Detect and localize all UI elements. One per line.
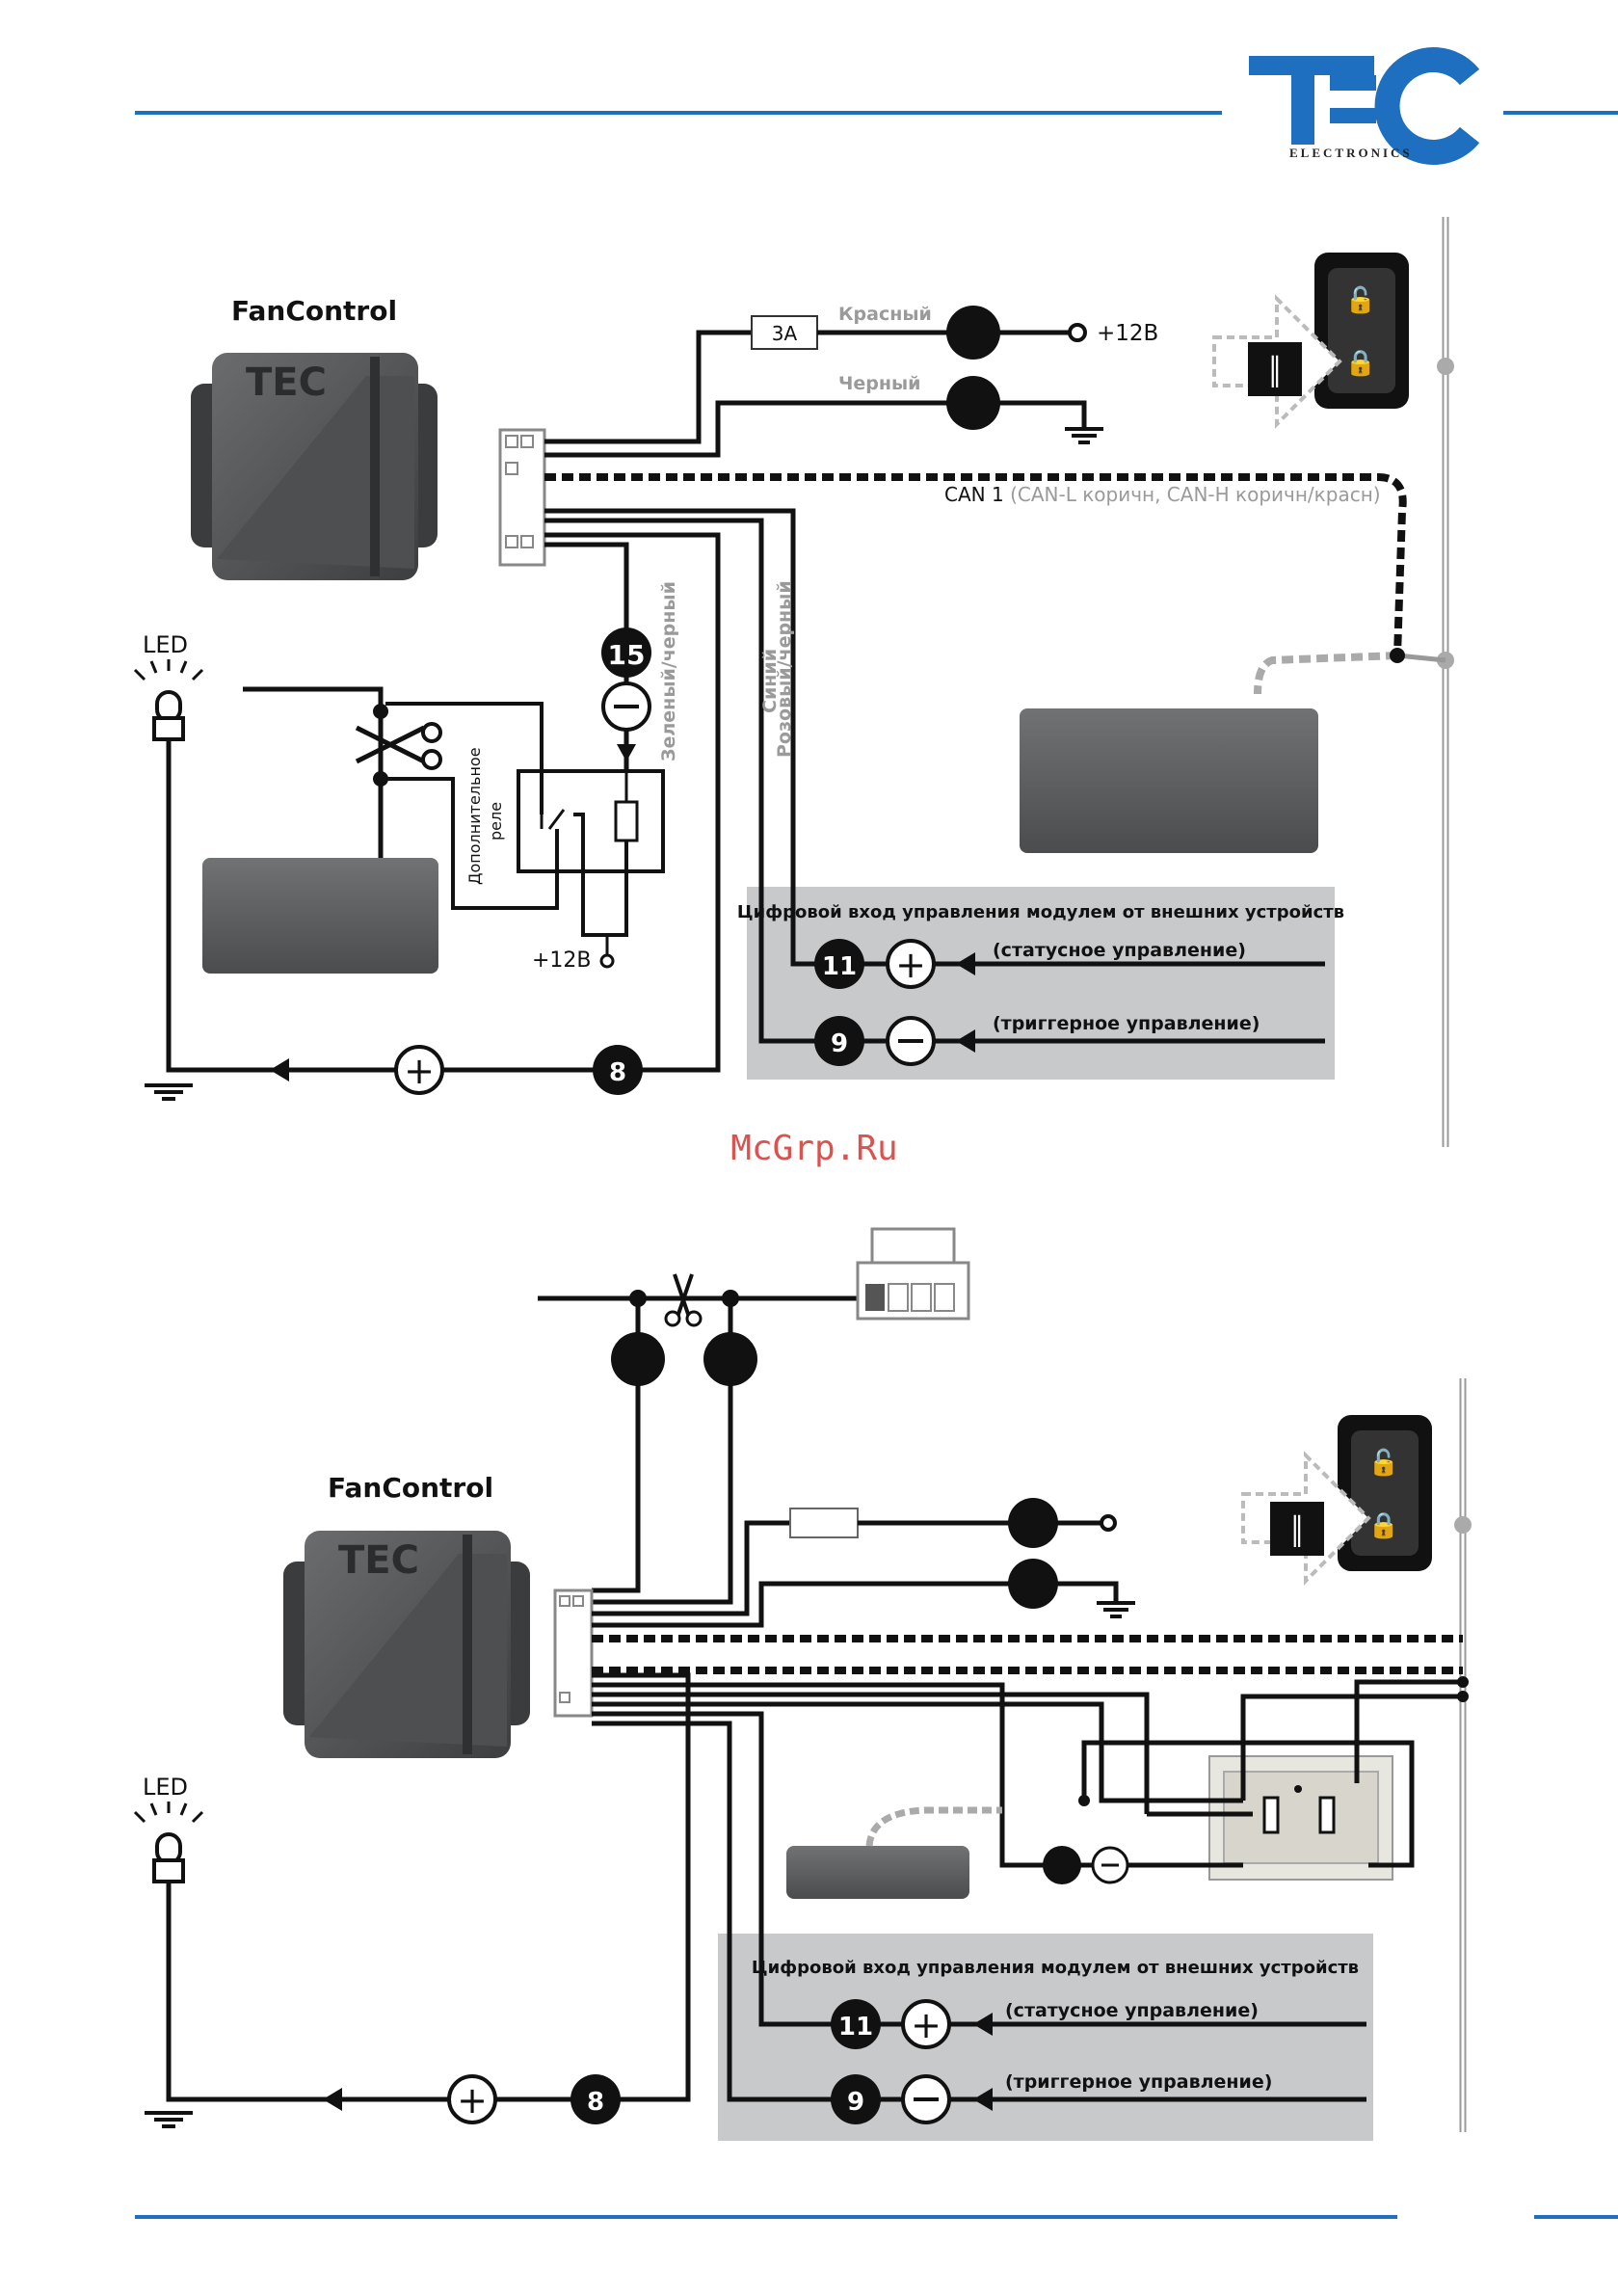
pin-11-label: 11: [822, 952, 857, 981]
svg-text:TEC: TEC: [246, 360, 327, 405]
relay-block-bottom: [592, 1676, 1469, 1881]
scissors-icon: [355, 722, 442, 770]
door-lock-switch: 🔓 🔒 ║: [1212, 253, 1409, 429]
wire-pink-label: Розовый/черный: [774, 580, 795, 758]
status-ctrl-label-bottom: (статусное управление): [1005, 2000, 1259, 2021]
digital-title: Цифровой вход управления модулем от внеш…: [737, 902, 1344, 922]
svg-text:🔒: 🔒: [1345, 349, 1376, 378]
svg-text:+: +: [457, 2079, 488, 2122]
wire-black-label: Черный: [838, 373, 920, 394]
svg-text:+: +: [404, 1050, 435, 1092]
fancontrol-module: TEC: [191, 353, 438, 580]
pin-8-label: 8: [609, 1058, 626, 1087]
pin-9-label-bottom: 9: [847, 2088, 864, 2117]
plus12-label: +12B: [1097, 321, 1158, 346]
svg-text:+: +: [895, 944, 926, 986]
tec-logo: ELECTRONICS: [1249, 47, 1480, 165]
door-lock-switch-bottom: 🔓 🔒 ║: [1241, 1415, 1432, 1586]
pin-8-label-bottom: 8: [587, 2088, 604, 2117]
can-label: CAN 1 (CAN-L коричн, CAN-H коричн/красн): [944, 483, 1381, 506]
car-unit-led: [202, 858, 438, 974]
fuse-label: 3A: [772, 322, 798, 345]
pin-15-label: 15: [608, 639, 646, 671]
pin-8-badge: [593, 1045, 643, 1095]
led-icon: [133, 659, 204, 741]
harness-connector: [856, 1227, 970, 1321]
relay-label-1: Дополнительное: [465, 747, 484, 885]
digital-input-panel-top: Цифровой вход управления модулем от внеш…: [544, 508, 1344, 1080]
wire-marker-black: [946, 376, 1000, 430]
digital-title-bottom: Цифровой вход управления модулем от внеш…: [752, 1958, 1359, 1978]
svg-text:+: +: [911, 2004, 942, 2046]
svg-text:TEC: TEC: [338, 1538, 419, 1583]
bottom-diagram: FanControl TEC: [133, 1227, 1472, 2141]
logo-subtitle: ELECTRONICS: [1289, 146, 1413, 160]
relay-label-2: реле: [487, 802, 505, 841]
header: ELECTRONICS: [135, 47, 1618, 165]
svg-text:║: ║: [1267, 355, 1284, 387]
connector-top: [498, 428, 546, 567]
module-title-bottom: FanControl: [328, 1472, 493, 1504]
car-unit-bottom: [786, 1846, 969, 1899]
digital-input-panel-bottom: Цифровой вход управления модулем от внеш…: [592, 1711, 1373, 2141]
fancontrol-module-bottom: TEC: [283, 1531, 530, 1758]
svg-text:🔓: 🔓: [1345, 285, 1376, 315]
pin-9-badge: [814, 1016, 864, 1066]
relay-plus12-label: +12B: [532, 948, 592, 973]
pin-9-label: 9: [831, 1029, 848, 1058]
connector-bottom: [553, 1589, 594, 1718]
wire-red-label: Красный: [838, 304, 932, 325]
car-unit-top: [1020, 708, 1318, 853]
pin-11-badge: [814, 939, 864, 989]
pin-11-label-bottom: 11: [838, 2013, 873, 2042]
svg-text:🔓: 🔓: [1368, 1448, 1399, 1478]
wire-blue-label: Синий: [759, 649, 781, 713]
trigger-ctrl-label: (триггерное управление): [993, 1013, 1260, 1034]
led-label: LED: [143, 631, 188, 658]
top-diagram: FanControl TEC 3A Красный +12B Черный: [133, 217, 1454, 1147]
led-icon-bottom: [133, 1802, 204, 1883]
status-ctrl-label: (статусное управление): [993, 940, 1246, 961]
svg-text:║: ║: [1289, 1514, 1306, 1547]
wire-green-label: Зеленый/черный: [658, 581, 679, 761]
trigger-ctrl-label-bottom: (триггерное управление): [1005, 2071, 1272, 2093]
watermark: McGrp.Ru: [730, 1129, 897, 1168]
led-label-bottom: LED: [143, 1774, 188, 1801]
module-title: FanControl: [231, 295, 397, 327]
pin-15-badge: [601, 627, 651, 678]
wire-marker-red: [946, 306, 1000, 360]
svg-text:🔒: 🔒: [1368, 1511, 1399, 1540]
scissors-icon-bottom: [664, 1273, 703, 1327]
